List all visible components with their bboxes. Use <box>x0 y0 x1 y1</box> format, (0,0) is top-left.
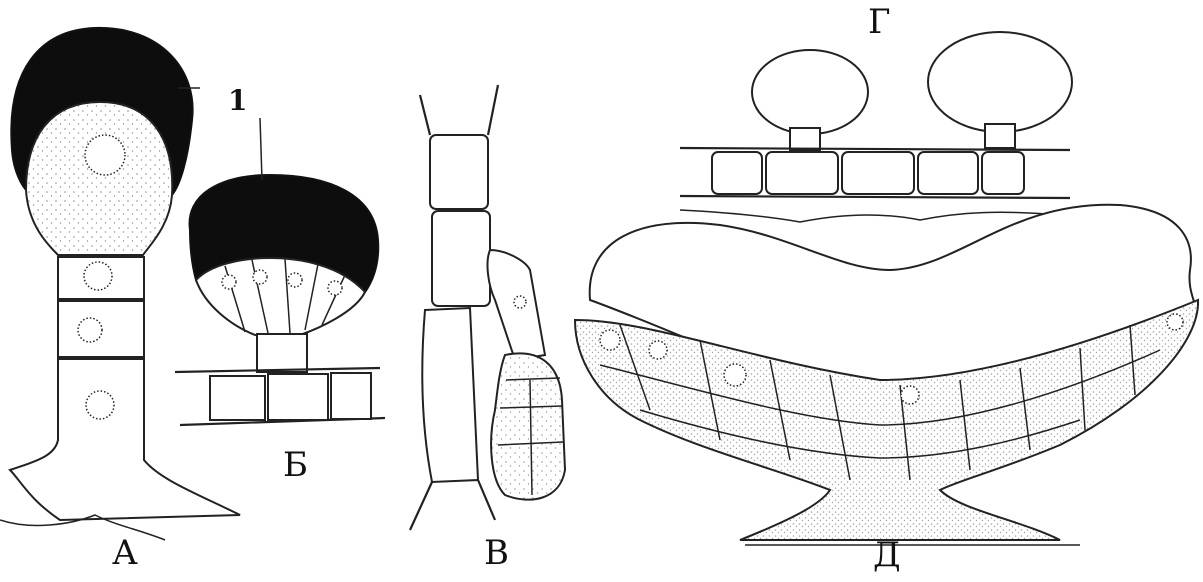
panel-label-b: Б <box>283 445 308 485</box>
panel-d-drawing <box>570 205 1202 545</box>
panel-g-bladder-cell <box>928 32 1072 132</box>
panel-b-drawing <box>175 175 385 425</box>
panel-label-v: В <box>484 533 509 573</box>
panel-label-g: Г <box>868 2 891 42</box>
panel-a-nucleus <box>78 318 102 342</box>
panel-label-a: А <box>112 533 138 573</box>
panel-g-stalk-cell <box>790 128 820 150</box>
panel-v-cell <box>430 135 488 209</box>
panel-v-cell <box>432 211 490 306</box>
panel-g-stalk-cell <box>985 124 1015 148</box>
panel-v-long-cell <box>422 308 478 482</box>
panel-a-nucleus <box>85 135 125 175</box>
callout-label-1: 1 <box>228 84 247 117</box>
panel-g-drawing <box>680 32 1072 222</box>
panel-a-nucleus <box>84 262 112 290</box>
panel-g-bladder-cell <box>752 50 868 134</box>
panel-a-base-cell <box>10 359 240 520</box>
panel-b-epidermal-cell <box>331 373 371 419</box>
panel-a-nucleus <box>86 391 114 419</box>
panel-b-stalk-cell <box>257 334 307 372</box>
panel-v-drawing <box>410 85 568 530</box>
panel-b-epidermal-cell <box>268 374 328 420</box>
panel-label-d: Д <box>873 535 901 575</box>
panel-b-epidermal-cell <box>210 376 265 420</box>
